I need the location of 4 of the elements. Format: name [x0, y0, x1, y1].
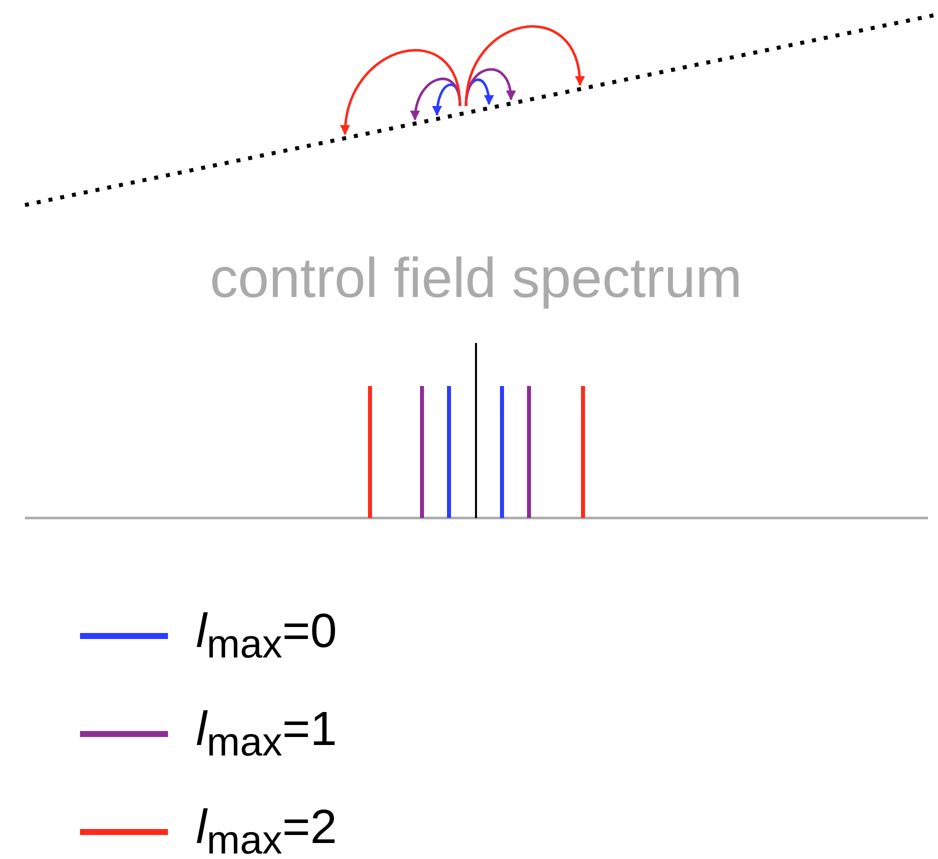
legend-label: l$_{max}$=0 — [196, 604, 337, 668]
spectrum-title: control field spectrum — [210, 245, 742, 310]
legend-label: l$_{max}$=2 — [196, 800, 337, 859]
legend-label: l$_{max}$=1 — [196, 702, 337, 766]
